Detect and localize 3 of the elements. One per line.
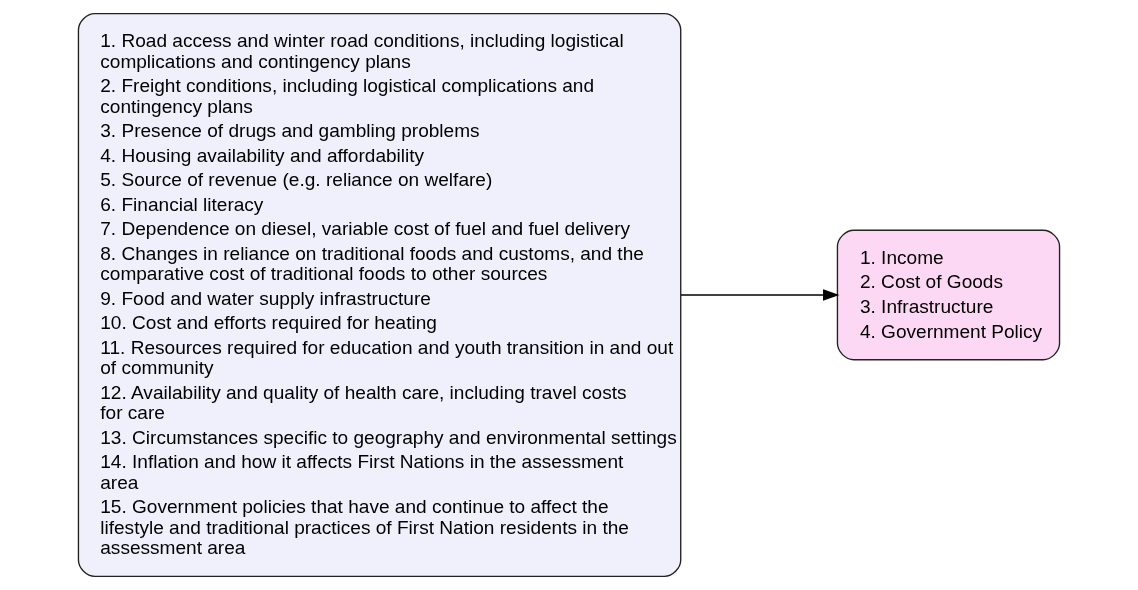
arrow bbox=[680, 289, 840, 301]
node-box: 1. Road access and winter road conditions, including logistical complications and contingency plans 2. Freight conditions, including logistical complications and contingency plans 3. Presence of drugs and gambling problems 4. Housing availability and affordability 5. Source of revenue (e.g. reliance on welfare) 6. Financial literacy 7. Dependence on diesel, variable cost of fuel and fuel delivery 8. Changes in reliance on traditional foods and customs, and the comparative cost of traditional foods to other sources 9. Food and water supply infrastructure 10. Cost and efforts required for heating 11. Resources required for education and youth transition in and out of community 12. Availability and quality of health care, including travel costs for care 13. Circumstances specific to geography and environmental settings 14. Inflation and how it affects First Nations in the assessment area 15. Government policies that have and continue to affect the lifestyle and traditional practices of First Nation residents in the assessment area bbox=[77, 12, 682, 578]
node-box: 1. Income 2. Cost of Goods 3. Infrastructure 4. Government Policy bbox=[836, 229, 1061, 361]
